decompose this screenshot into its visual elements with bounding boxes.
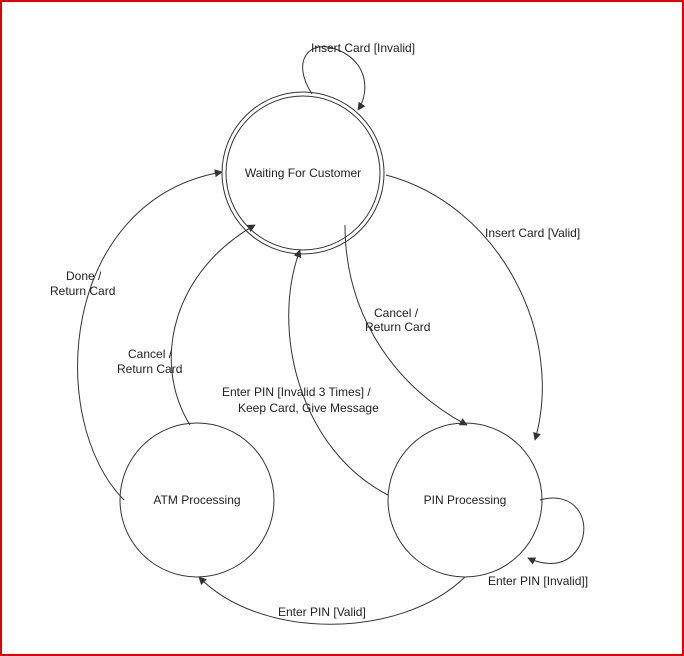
label-pin-invalid: Enter PIN [Invalid]]: [488, 574, 588, 588]
edge-insert-card-valid: [385, 174, 543, 441]
edge-cancel-atm: [170, 224, 256, 426]
label-pin-valid: Enter PIN [Valid]: [278, 605, 366, 619]
state-pin-processing: PIN Processing: [387, 422, 543, 578]
state-label-waiting: Waiting For Customer: [245, 166, 361, 180]
edge-enter-pin-invalid: [527, 497, 585, 565]
label-cancel-atm-2: Return Card: [117, 362, 182, 376]
label-cancel-atm-1: Cancel /: [128, 347, 173, 361]
state-waiting-for-customer: Waiting For Customer: [221, 91, 385, 255]
edge-cancel-pin: [344, 224, 468, 426]
state-label-pin: PIN Processing: [424, 493, 507, 507]
state-atm-processing: ATM Processing: [119, 422, 275, 578]
state-label-atm: ATM Processing: [153, 493, 240, 507]
label-insert-card-invalid: Insert Card [Invalid]: [311, 41, 415, 55]
edge-enter-pin-invalid-3: [288, 249, 389, 496]
edge-enter-pin-valid: [198, 576, 466, 625]
label-insert-card-valid: Insert Card [Valid]: [485, 226, 580, 240]
label-pin-3times-2: Keep Card, Give Message: [238, 401, 379, 415]
edge-insert-card-invalid: [302, 46, 366, 111]
label-done-1: Done /: [66, 269, 102, 283]
label-cancel-pin-2: Return Card: [365, 320, 430, 334]
label-done-2: Return Card: [50, 284, 115, 298]
label-pin-3times-1: Enter PIN [Invalid 3 Times] /: [222, 385, 371, 399]
edge-done: [77, 169, 223, 501]
label-cancel-pin-1: Cancel /: [374, 306, 419, 320]
